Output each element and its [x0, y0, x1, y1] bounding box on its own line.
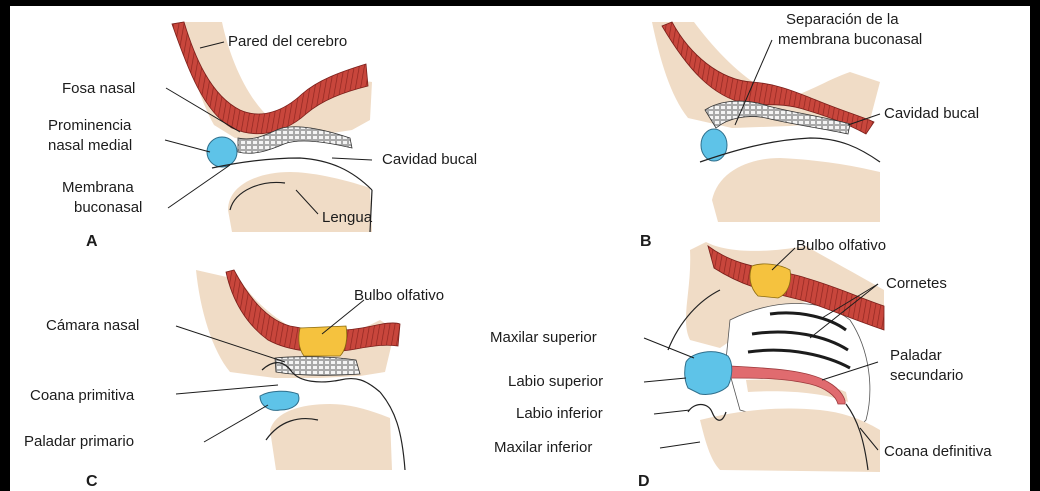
panel-letter-d: D [638, 473, 650, 490]
label-separacion-de-la: Separación de la [786, 11, 899, 28]
panel-c-nasal-cavity-epithelium [275, 357, 360, 376]
panel-letter-a: A [86, 233, 98, 250]
panel-c-olfactory-bulb [299, 326, 347, 356]
panel-b [652, 22, 880, 222]
panel-d-upper-lip-maxilla [685, 352, 732, 395]
label-cornetes: Cornetes [886, 275, 947, 292]
label-maxilar-inferior: Maxilar inferior [494, 439, 592, 456]
panel-d [668, 242, 884, 472]
label-secundario: secundario [890, 367, 963, 384]
panel-a [172, 22, 372, 232]
panel-c-mouth-tissue [270, 404, 392, 470]
label-bulbo-olfativo-c: Bulbo olfativo [354, 287, 444, 304]
label-membrana: Membrana [62, 179, 134, 196]
panel-c-primary-palate [260, 391, 299, 410]
label-maxilar-superior: Maxilar superior [490, 329, 597, 346]
label-coana-primitiva: Coana primitiva [30, 387, 135, 404]
panel-d-lower-jaw-tissue [700, 408, 880, 472]
label-paladar: Paladar [890, 347, 942, 364]
panel-letter-c: C [86, 473, 98, 490]
panel-b-medial-nasal-prominence [701, 129, 727, 161]
label-membrana-buconasal: membrana buconasal [778, 31, 922, 48]
panel-b-mouth-tissue [712, 158, 880, 222]
label-cavidad-bucal-a: Cavidad bucal [382, 151, 477, 168]
label-pared-del-cerebro: Pared del cerebro [228, 33, 347, 50]
label-labio-superior: Labio superior [508, 373, 603, 390]
label-fosa-nasal: Fosa nasal [62, 80, 135, 97]
label-paladar-primario: Paladar primario [24, 433, 134, 450]
label-coana-definitiva: Coana definitiva [884, 443, 992, 460]
label-camara-nasal: Cámara nasal [46, 317, 139, 334]
panel-d-olfactory-bulb [750, 264, 791, 298]
label-nasal-medial: nasal medial [48, 137, 132, 154]
label-labio-inferior: Labio inferior [516, 405, 603, 422]
label-bulbo-olfativo-d: Bulbo olfativo [796, 237, 886, 254]
label-buconasal: buconasal [74, 199, 142, 216]
label-lengua: Lengua [322, 209, 373, 226]
label-cavidad-bucal-b: Cavidad bucal [884, 105, 979, 122]
label-prominencia: Prominencia [48, 117, 132, 134]
panel-a-medial-nasal-prominence [207, 137, 237, 167]
panel-letter-b: B [640, 233, 652, 250]
